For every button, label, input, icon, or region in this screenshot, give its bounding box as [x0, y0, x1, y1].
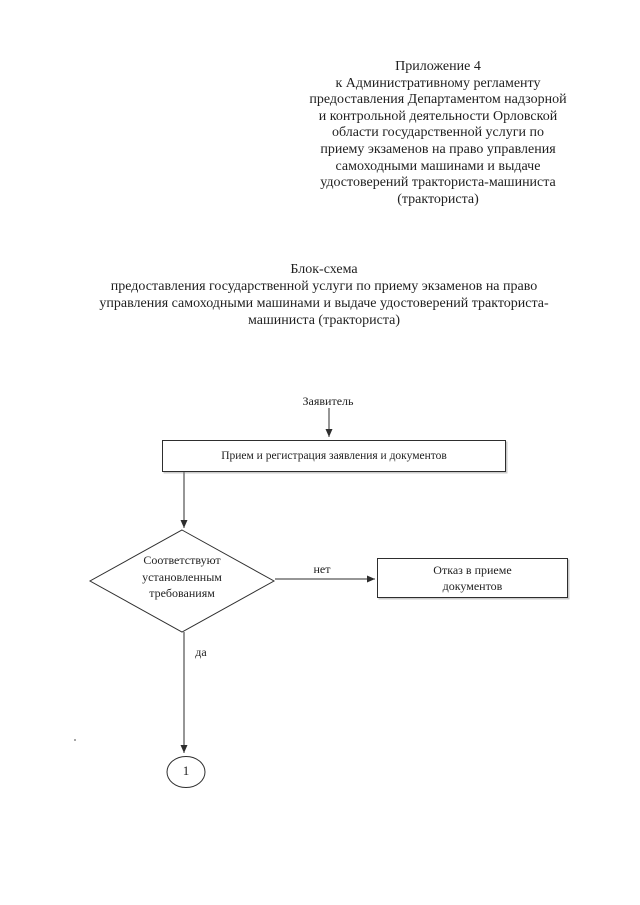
document-title-line: Блок-схема — [290, 262, 358, 277]
step-reject-line: документов — [442, 579, 503, 593]
decision-text-line: установленным — [142, 569, 222, 584]
decision-text-line: требованиям — [149, 586, 215, 600]
decision-diamond — [88, 529, 276, 633]
step-receive-box: Прием и регистрация заявления и документ… — [162, 440, 506, 472]
appendix-header-line: предоставления Департаментом надзорной — [309, 92, 567, 108]
scan-artifact-dot — [74, 739, 76, 741]
branch-yes-label: да — [195, 645, 207, 659]
document-title-line: управления самоходными машинами и выдаче… — [99, 296, 549, 311]
appendix-header-line: удостоверений тракториста-машиниста — [320, 175, 556, 191]
appendix-header-line: к Административному регламенту — [335, 75, 541, 91]
appendix-header-block: Приложение 4 к Административному регламе… — [272, 59, 604, 208]
appendix-header-line: самоходными машинами и выдаче — [335, 158, 541, 174]
step-reject-line: Отказ в приеме — [433, 562, 512, 577]
document-title-line: предоставления государственной услуги по… — [110, 279, 538, 294]
offpage-connector-circle — [166, 756, 206, 788]
actor-label: Заявитель — [302, 394, 354, 408]
appendix-header-line: области государственной услуги по — [331, 125, 544, 141]
document-title-block: Блок-схема предоставления государственно… — [24, 261, 624, 329]
branch-no-label: нет — [313, 562, 331, 576]
step-receive-text: Прием и регистрация заявления и документ… — [221, 450, 447, 462]
appendix-header-line: (тракториста) — [397, 191, 479, 207]
document-title-line: машиниста (тракториста) — [247, 313, 401, 328]
appendix-header-line: приему экзаменов на право управления — [320, 141, 556, 157]
decision-text: Соответствуют установленным требованиям — [107, 552, 257, 602]
decision-text-line: Соответствуют — [143, 553, 221, 567]
step-reject-box: Отказ в приеме документов — [377, 558, 568, 598]
appendix-header-line: и контрольной деятельности Орловской — [318, 108, 558, 124]
offpage-connector-number: 1 — [182, 763, 190, 778]
appendix-header-line: Приложение 4 — [395, 59, 481, 74]
